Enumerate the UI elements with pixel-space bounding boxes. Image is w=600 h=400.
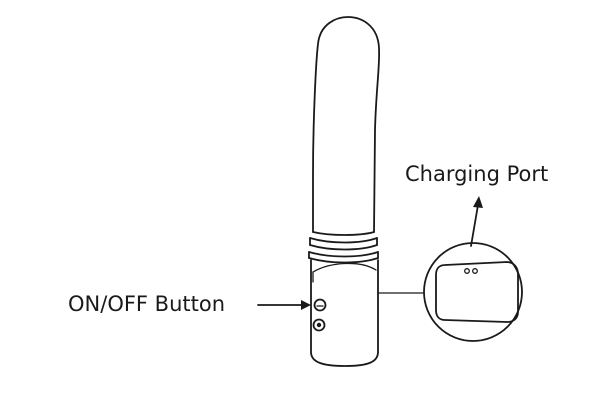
mode-button-icon [312,318,326,332]
device-handle-outline [310,259,379,367]
charging-port-housing [435,261,519,323]
device-ribs [308,231,379,264]
charging-port-icon [464,268,478,274]
power-button-icon [313,298,327,312]
charging-port-magnifier [423,242,523,342]
device-collar-line [312,262,377,273]
device-shaft-outline [312,16,381,233]
onoff-callout-arrow [257,300,311,310]
charging-callout-arrow [470,196,483,247]
onoff-button-label: ON/OFF Button [68,292,226,316]
charging-port-label: Charging Port [405,162,549,186]
